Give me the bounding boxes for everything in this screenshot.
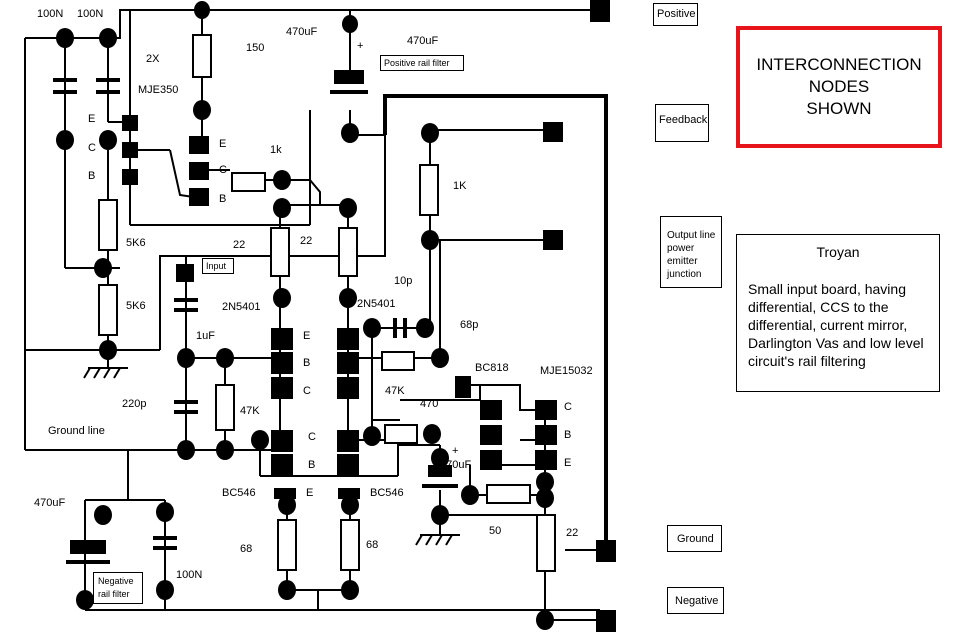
label-470uf-a: 470uF	[286, 26, 317, 38]
label-bc546-a: BC546	[222, 487, 256, 499]
label-b4: B	[564, 429, 571, 441]
resistor-47k-b	[381, 351, 415, 371]
label-220p: 220p	[122, 398, 146, 410]
label-2n5401-b: 2N5401	[357, 298, 396, 310]
label-470: 470	[420, 398, 438, 410]
resistor-68-b	[340, 519, 360, 571]
label-c4: C	[564, 401, 572, 413]
resistor-47k-a	[215, 384, 235, 431]
transistor-pads	[122, 115, 557, 499]
label-47k-a: 47K	[240, 405, 260, 417]
component-labels: 100N 100N 2X MJE350 150 470uF 470uF + E …	[34, 8, 593, 581]
label-22-c: 22	[566, 527, 578, 539]
label-470uf-neg: 470uF	[34, 497, 65, 509]
label-bc818: BC818	[475, 362, 509, 374]
description-title: Troyan	[816, 244, 860, 260]
label-5k6-b: 5K6	[126, 300, 146, 312]
capacitors	[53, 70, 458, 564]
description-text: Small input board, having differential, …	[748, 281, 924, 369]
label-c2: C	[219, 164, 227, 176]
resistor-22-a	[270, 227, 290, 277]
label-1k: 1k	[270, 144, 282, 156]
label-68p: 68p	[460, 319, 478, 331]
label-b2: B	[219, 193, 226, 205]
label-e2: E	[219, 138, 226, 150]
resistor-1k-vertical	[419, 164, 439, 216]
label-100n-b: 100N	[77, 8, 103, 20]
label-e4: E	[564, 457, 571, 469]
label-10p: 10p	[394, 275, 412, 287]
label-2x: 2X	[146, 53, 160, 65]
label-50: 50	[489, 525, 501, 537]
interconnection-nodes-title: INTERCONNECTION NODES SHOWN	[736, 26, 942, 148]
resistor-22-c	[536, 514, 556, 572]
resistor-1k-horizontal	[231, 172, 266, 192]
label-bc546-b: BC546	[370, 487, 404, 499]
label-mje350: MJE350	[138, 84, 178, 96]
label-plus-mid: +	[452, 445, 458, 457]
label-2n5401-a: 2N5401	[222, 301, 261, 313]
node-positive: Positive	[653, 3, 698, 26]
resistor-68-a	[277, 519, 297, 571]
label-22-a: 22	[233, 239, 245, 251]
label-plus-top: +	[357, 40, 363, 52]
resistor-470	[384, 424, 418, 444]
label-5k6-a: 5K6	[126, 237, 146, 249]
negative-rail-filter-label: Negative rail filter	[93, 572, 143, 604]
label-e1: E	[88, 113, 95, 125]
node-feedback: Feedback	[655, 104, 709, 142]
label-100n-neg: 100N	[176, 569, 202, 581]
label-c5: C	[308, 431, 316, 443]
label-1k-v: 1K	[453, 180, 467, 192]
label-100n-a: 100N	[37, 8, 63, 20]
description-box: Troyan Small input board, having differe…	[736, 234, 940, 392]
resistor-150	[192, 34, 212, 78]
label-b5: B	[308, 459, 315, 471]
label-e5: E	[306, 487, 313, 499]
input-label: Input	[202, 258, 234, 274]
resistor-5k6-b	[98, 284, 118, 336]
node-ground: Ground	[667, 525, 722, 552]
label-b1: B	[88, 170, 95, 182]
resistor-5k6-a	[98, 199, 118, 251]
label-b3: B	[303, 357, 310, 369]
label-68-a: 68	[240, 543, 252, 555]
node-negative: Negative	[667, 587, 724, 614]
label-e3: E	[303, 330, 310, 342]
label-1uf: 1uF	[196, 330, 215, 342]
node-output: Output line power emitter junction	[660, 216, 722, 288]
label-c3: C	[303, 385, 311, 397]
label-470uf-b: 470uF	[407, 35, 438, 47]
positive-rail-filter-label: Positive rail filter	[380, 55, 464, 71]
label-mje15032: MJE15032	[540, 365, 593, 377]
junction-dots	[56, 1, 554, 630]
resistors	[98, 34, 556, 572]
label-plus-neg: +	[100, 513, 106, 525]
label-470uf-mid: 470uF	[440, 459, 471, 471]
label-150: 150	[246, 42, 264, 54]
label-ground-line: Ground line	[48, 425, 105, 437]
resistor-50	[486, 484, 531, 504]
label-68-b: 68	[366, 539, 378, 551]
resistor-22-b	[338, 227, 358, 277]
label-c1: C	[88, 142, 96, 154]
label-47k-b: 47K	[385, 385, 405, 397]
connection-terminals	[543, 0, 616, 632]
label-22-b: 22	[300, 235, 312, 247]
